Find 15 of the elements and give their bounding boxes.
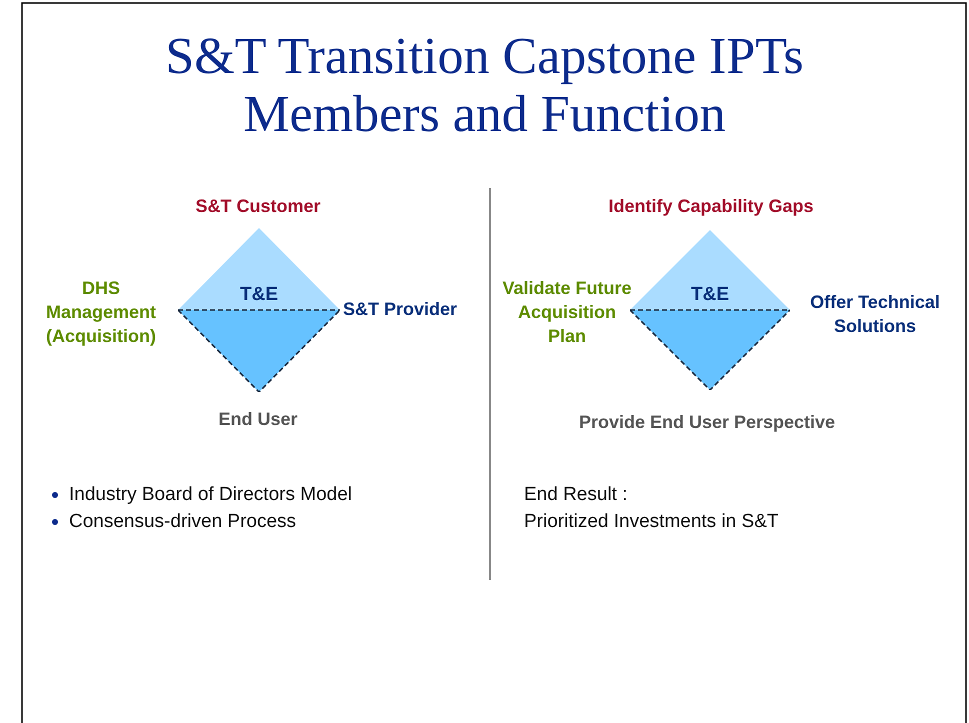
slide-text: Prioritized Investments in S&T <box>524 510 778 534</box>
diamond-label: T&E <box>690 284 730 306</box>
role-label: Offer Technical Solutions <box>809 291 941 338</box>
slide-text: Consensus-driven Process <box>69 510 296 534</box>
slide-text: Industry Board of Directors Model <box>69 483 352 507</box>
slide-text: End Result : <box>524 483 628 507</box>
role-label: End User <box>217 408 299 431</box>
slide-title: S&T Transition Capstone IPTs Members and Function <box>164 28 805 144</box>
role-label: Identify Capability Gaps <box>607 195 815 218</box>
role-label: DHS Management (Acquisition) <box>44 277 158 348</box>
role-label: Provide End User Perspective <box>578 411 836 434</box>
diamond-label: T&E <box>239 284 279 306</box>
role-label: S&T Provider <box>343 298 458 321</box>
role-label: Validate Future Acquisition Plan <box>502 277 632 348</box>
role-label: S&T Customer <box>194 195 322 218</box>
